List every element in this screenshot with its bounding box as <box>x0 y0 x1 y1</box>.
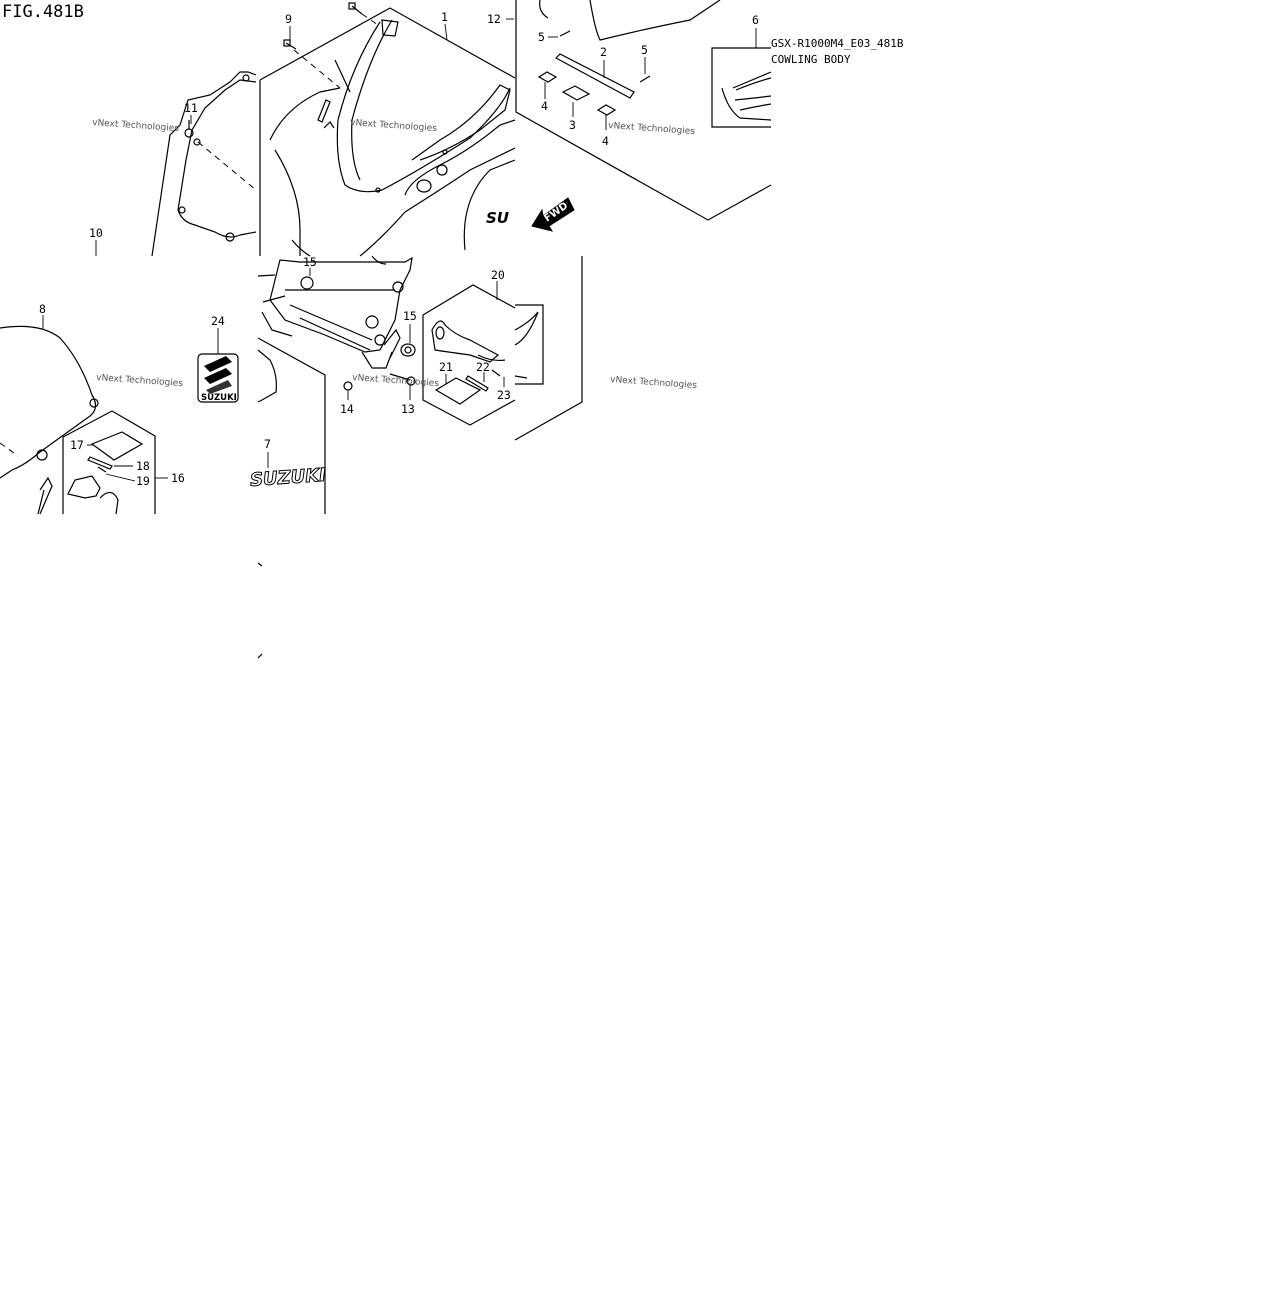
bar-2-outline <box>555 53 635 99</box>
callout-5a: 5 <box>538 30 545 44</box>
callout-4b: 4 <box>602 134 609 148</box>
callout-22: 22 <box>476 360 490 374</box>
callout-8: 8 <box>39 302 46 316</box>
fwd-arrow-icon: FWD <box>531 197 575 232</box>
callout-1: 1 <box>441 10 448 24</box>
callout-9: 9 <box>285 12 292 26</box>
callout-3: 3 <box>569 118 576 132</box>
callout-labels: 1 2 3 4 4 5 5 6 7 8 9 10 11 12 13 14 15 … <box>39 10 759 488</box>
suzuki-badge-text: SUZUKI <box>201 393 237 403</box>
bolt-9-icon <box>283 39 297 50</box>
callout-24: 24 <box>211 314 225 328</box>
callout-2: 2 <box>600 45 607 59</box>
watermarks: vNext Technologies vNext Technologies vN… <box>92 118 698 391</box>
nut-14-icon <box>343 381 353 391</box>
figure-title: FIG.481B <box>2 2 84 22</box>
callout-16: 16 <box>171 471 185 485</box>
bolt-13-icon <box>389 373 416 386</box>
watermark-4: vNext Technologies <box>96 373 184 389</box>
upper-cowl-outline <box>259 7 516 81</box>
suzuki-emblem-icon: SUZUKI <box>197 353 239 403</box>
bolt-top-icon <box>348 2 363 15</box>
watermark-2: vNext Technologies <box>350 118 438 134</box>
watermark-3: vNext Technologies <box>608 121 696 137</box>
callout-23: 23 <box>497 388 511 402</box>
callout-17: 17 <box>70 438 84 452</box>
callout-7: 7 <box>264 437 271 451</box>
callout-15b: 15 <box>403 309 417 323</box>
tile-upper-left <box>95 71 257 257</box>
callout-11: 11 <box>184 101 198 115</box>
callout-12: 12 <box>487 12 501 26</box>
tile-bracket <box>257 256 583 441</box>
bush-15-icon <box>400 343 416 357</box>
callout-14: 14 <box>340 402 354 416</box>
callout-18: 18 <box>136 459 150 473</box>
tile-windscreen: SUZUKI <box>0 315 239 515</box>
callout-19: 19 <box>136 474 150 488</box>
tile-upper-cowl: SU <box>259 2 516 265</box>
inset-box-6 <box>711 47 771 128</box>
suzuki-side-decal: SUZUKI <box>249 465 326 491</box>
watermark-5: vNext Technologies <box>352 373 440 389</box>
model-code: GSX-R1000M4_E03_481B <box>771 37 904 50</box>
fastener-11-icon <box>184 120 194 138</box>
screen-bracket-outline <box>151 71 257 257</box>
callout-4a: 4 <box>541 99 548 113</box>
suzuki-cut-decal: SU <box>486 209 509 227</box>
watermark-6: vNext Technologies <box>610 375 698 391</box>
bracket-outline <box>269 256 413 353</box>
tile-lower: SUZUKI <box>249 337 327 659</box>
section-name: COWLING BODY <box>771 53 851 66</box>
windscreen-8-outline <box>0 325 97 479</box>
callout-15a: 15 <box>303 255 317 269</box>
callout-20: 20 <box>491 268 505 282</box>
tile-side-cowl: FWD <box>506 0 772 232</box>
callout-6: 6 <box>752 13 759 27</box>
watermark-1: vNext Technologies <box>92 118 180 134</box>
callout-5b: 5 <box>641 43 648 57</box>
callout-13: 13 <box>401 402 415 416</box>
callout-10: 10 <box>89 226 103 240</box>
callout-21: 21 <box>439 360 453 374</box>
